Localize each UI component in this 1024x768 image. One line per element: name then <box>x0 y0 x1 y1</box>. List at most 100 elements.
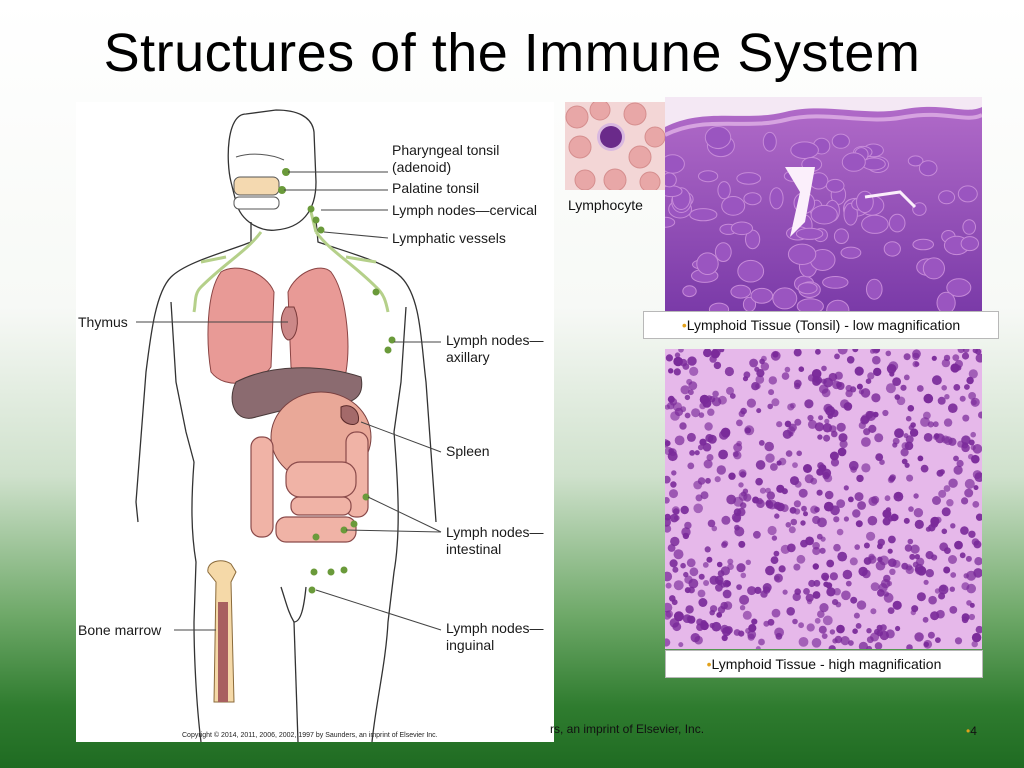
cell-nucleus <box>959 395 966 402</box>
cell-nucleus <box>829 451 839 461</box>
follicle <box>883 241 901 257</box>
cell-nucleus <box>901 442 910 450</box>
cell-nucleus <box>790 518 798 526</box>
cell-nucleus <box>920 417 930 427</box>
cell-nucleus <box>855 520 863 528</box>
cell-nucleus <box>938 489 947 498</box>
cell-nucleus <box>946 499 954 507</box>
cell-nucleus <box>679 422 687 430</box>
cell-nucleus <box>939 542 949 552</box>
cell-nucleus <box>968 613 975 621</box>
cell-nucleus <box>971 640 978 648</box>
cell-nucleus <box>867 515 878 526</box>
cell-nucleus <box>689 567 699 577</box>
cell-nucleus <box>670 481 677 488</box>
follicle <box>936 291 956 312</box>
follicle <box>912 202 927 216</box>
cell-nucleus <box>709 609 715 616</box>
cell-nucleus <box>835 601 842 608</box>
cell-nucleus <box>871 495 880 504</box>
cell-nucleus <box>953 384 961 391</box>
cell-nucleus <box>781 488 788 495</box>
cell-nucleus <box>682 532 690 540</box>
follicle <box>912 238 935 251</box>
cell-nucleus <box>707 519 716 528</box>
cell-nucleus <box>687 462 695 470</box>
cell-nucleus <box>723 601 733 610</box>
cell-nucleus <box>717 606 726 614</box>
cell-nucleus <box>884 495 891 502</box>
cell-nucleus <box>845 384 853 392</box>
cell-nucleus <box>830 458 840 467</box>
cell-nucleus <box>807 374 816 382</box>
cell-nucleus <box>903 353 911 361</box>
cell-nucleus <box>726 386 734 395</box>
cell-nucleus <box>739 605 746 611</box>
lymphocyte-micrograph <box>565 102 665 190</box>
cell-nucleus <box>759 358 765 365</box>
cell-nucleus <box>941 358 951 368</box>
cell-nucleus <box>858 389 864 395</box>
cell-nucleus <box>875 453 884 461</box>
cell-nucleus <box>771 398 780 407</box>
cell-nucleus <box>941 385 947 391</box>
tissue-high-mag-image <box>665 349 982 649</box>
cell-nucleus <box>754 366 760 372</box>
follicle <box>790 141 819 160</box>
cell-nucleus <box>736 584 742 590</box>
cell-nucleus <box>755 460 766 470</box>
cell-nucleus <box>905 415 912 422</box>
cell-nucleus <box>917 455 924 462</box>
follicle <box>907 155 924 167</box>
cell-nucleus <box>900 448 909 457</box>
cell-nucleus <box>817 610 825 618</box>
follicle <box>866 278 883 300</box>
cell-nucleus <box>896 396 906 406</box>
cell-nucleus <box>812 563 819 570</box>
caption-tonsil-low: •Lymphoid Tissue (Tonsil) - low magnific… <box>643 311 999 339</box>
cell-nucleus <box>756 408 762 414</box>
cell-nucleus <box>854 366 864 376</box>
cell-nucleus <box>943 436 953 446</box>
cell-nucleus <box>678 642 684 648</box>
cell-nucleus <box>903 374 910 381</box>
cell-nucleus <box>823 403 833 413</box>
cell-nucleus <box>680 385 690 395</box>
cell-nucleus <box>685 605 694 614</box>
cell-nucleus <box>742 610 752 620</box>
cell-nucleus <box>923 641 929 647</box>
cell-nucleus <box>903 433 909 439</box>
cell-nucleus <box>823 434 831 442</box>
cell-nucleus <box>906 644 913 649</box>
follicle <box>796 298 824 312</box>
follicle <box>822 276 849 289</box>
cell-nucleus <box>903 517 910 524</box>
follicle <box>833 228 849 244</box>
cell-nucleus <box>973 485 979 491</box>
cell-nucleus <box>687 356 697 366</box>
label-lymph-nodes-inguinal-2: inguinal <box>446 637 495 653</box>
cell-nucleus <box>673 515 680 521</box>
mouth-area <box>233 153 285 210</box>
cell-nucleus <box>696 623 704 631</box>
cell-nucleus <box>922 616 929 623</box>
cell-nucleus <box>870 632 880 642</box>
follicle <box>840 246 862 259</box>
cell-nucleus <box>693 503 703 514</box>
cell-nucleus <box>856 383 863 390</box>
cell-nucleus <box>892 600 902 610</box>
cell-nucleus <box>673 549 684 560</box>
cell-nucleus <box>721 429 731 438</box>
cell-nucleus <box>665 638 671 647</box>
body-diagram <box>135 109 442 742</box>
cell-nucleus <box>855 623 862 629</box>
cell-nucleus <box>975 513 982 521</box>
cell-nucleus <box>948 478 958 488</box>
cell-nucleus <box>857 501 866 510</box>
cell-nucleus <box>968 530 976 538</box>
cell-nucleus <box>814 422 824 432</box>
cell-nucleus <box>778 565 786 573</box>
slide-title: Structures of the Immune System <box>103 23 921 83</box>
cell-nucleus <box>953 455 959 462</box>
cell-nucleus <box>796 450 802 457</box>
